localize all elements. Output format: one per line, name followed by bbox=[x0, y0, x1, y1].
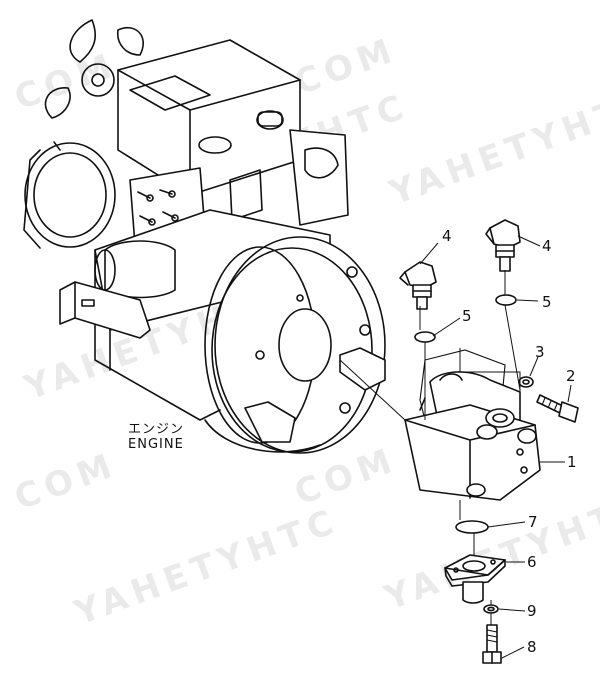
callout-4: 4 bbox=[542, 237, 552, 255]
callout-1: 1 bbox=[567, 453, 577, 471]
watermark-text: YAHETYHTC COM bbox=[383, 39, 600, 214]
elbow-fitting-part-4-left bbox=[399, 261, 437, 310]
callout-labels: 1 2 3 4 4 5 5 6 7 8 9 bbox=[442, 227, 577, 656]
watermark-text: YAHETYHTC bbox=[378, 486, 600, 619]
callout-7: 7 bbox=[528, 513, 538, 531]
callout-4: 4 bbox=[442, 227, 452, 245]
engine-illustration bbox=[23, 19, 386, 454]
leader-lines bbox=[419, 235, 572, 659]
bolt-part-2 bbox=[536, 394, 579, 423]
o-ring-part-5-right bbox=[495, 294, 517, 306]
pump-assembly bbox=[404, 349, 541, 501]
callout-6: 6 bbox=[527, 553, 537, 571]
callout-5: 5 bbox=[462, 307, 472, 325]
flange-part-6 bbox=[444, 554, 506, 604]
o-ring-part-5-left bbox=[414, 331, 436, 343]
elbow-fitting-part-4-right bbox=[485, 219, 521, 272]
o-ring-part-7 bbox=[455, 520, 489, 534]
engine-label-en: ENGINE bbox=[128, 437, 184, 452]
engine-label-jp: エンジン bbox=[128, 422, 184, 437]
callout-3: 3 bbox=[535, 343, 545, 361]
callout-8: 8 bbox=[527, 638, 537, 656]
watermark-text: YAHETYHTC bbox=[68, 501, 344, 634]
watermark-text: COM bbox=[9, 445, 122, 519]
washer-part-3 bbox=[518, 376, 534, 388]
engine-caption: エンジン ENGINE bbox=[128, 422, 184, 452]
callout-9: 9 bbox=[527, 602, 537, 620]
callout-2: 2 bbox=[566, 367, 576, 385]
bolt-part-8 bbox=[482, 624, 502, 664]
callout-5: 5 bbox=[542, 293, 552, 311]
assembly-guide-lines bbox=[339, 270, 521, 625]
washer-part-9 bbox=[483, 604, 499, 614]
